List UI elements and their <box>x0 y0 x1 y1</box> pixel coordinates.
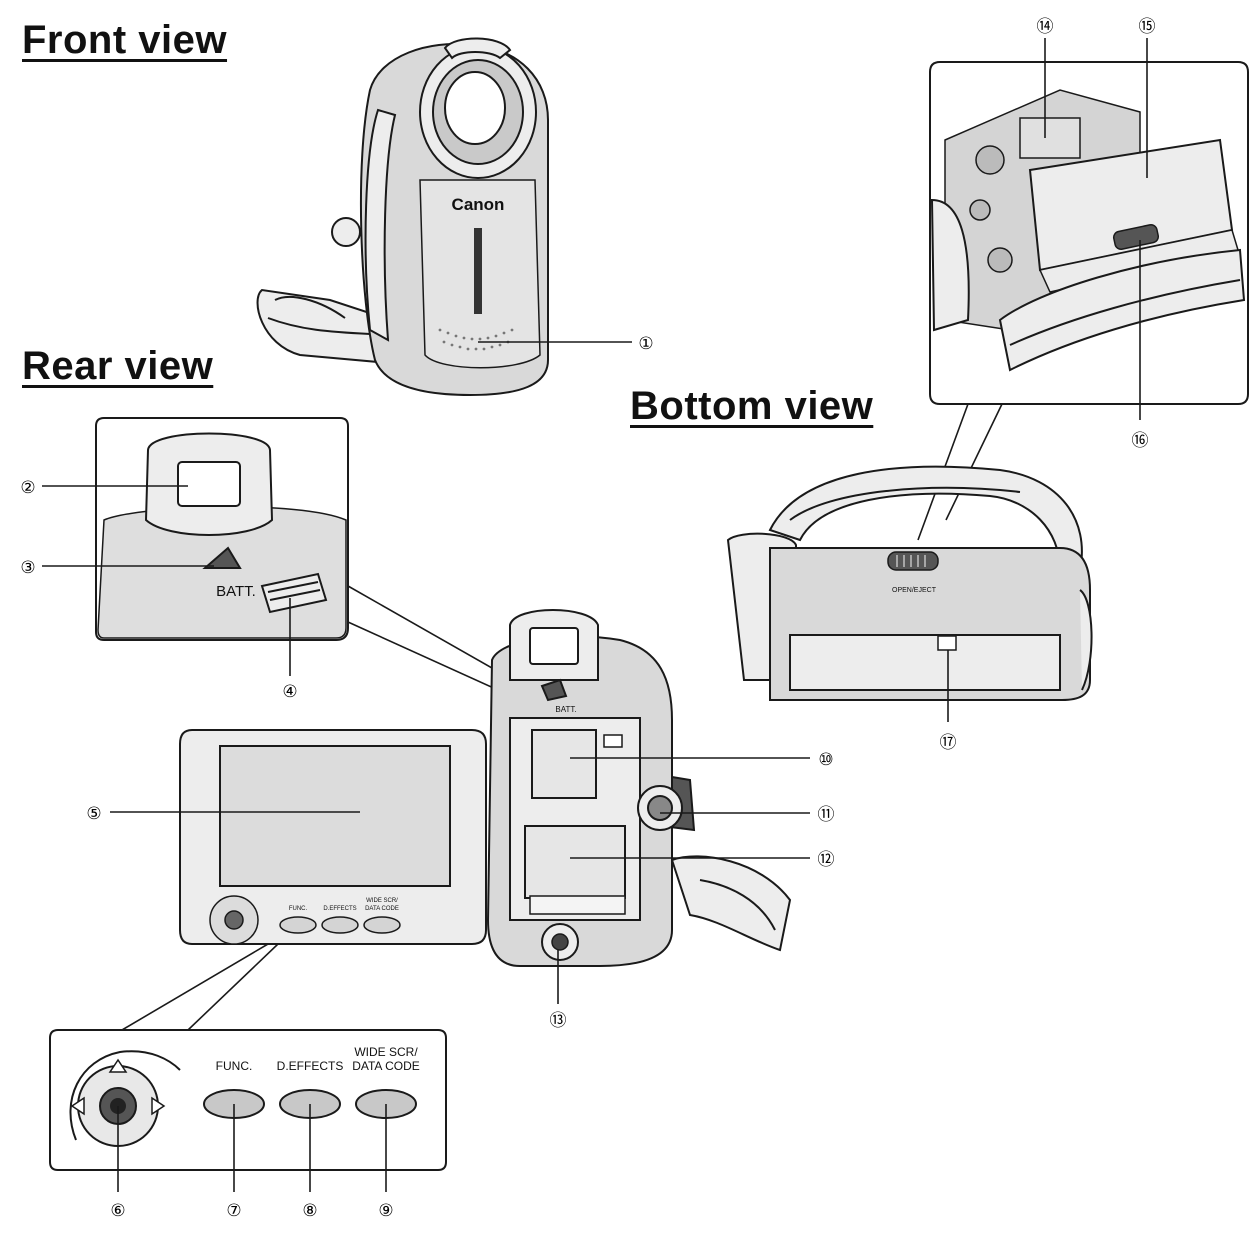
wide-small-label: WIDE SCR/ <box>366 898 398 904</box>
data-small-label: DATA CODE <box>365 906 399 912</box>
bottom-detail-box: ⑭ ⑮ ⑯ <box>917 17 1249 541</box>
brand-logo: Canon <box>452 195 505 214</box>
callout-17: ⑰ <box>940 733 957 753</box>
deffects-small-label: D.EFFECTS <box>323 906 356 912</box>
callout-3: ③ <box>20 558 35 578</box>
callout-11: ⑪ <box>818 805 835 825</box>
rear-view-camcorder: BATT. ⑩ ⑪ ⑫ ⑬ <box>486 609 835 1031</box>
wide-scr-label: WIDE SCR/ <box>354 1045 418 1059</box>
callout-6: ⑥ <box>110 1201 125 1221</box>
data-code-label: DATA CODE <box>352 1059 420 1073</box>
callout-10: ⑩ <box>818 750 833 770</box>
rear-detail-box: BATT. ② ③ ④ <box>20 417 521 702</box>
callout-5: ⑤ <box>86 804 101 824</box>
lcd-panel: FUNC. D.EFFECTS WIDE SCR/ DATA CODE ⑤ <box>86 729 487 1031</box>
lcd-screen <box>219 745 451 887</box>
callout-7: ⑦ <box>226 1201 241 1221</box>
bottom-view-heading: Bottom view <box>630 384 874 428</box>
callout-1: ① <box>638 334 653 354</box>
func-small-label: FUNC. <box>289 906 308 912</box>
batt-label: BATT. <box>216 583 256 600</box>
rear-view-heading: Rear view <box>22 344 214 388</box>
func-label: FUNC. <box>216 1059 253 1073</box>
callout-15: ⑮ <box>1139 17 1156 37</box>
bottom-view-camcorder: OPEN/EJECT ⑰ <box>726 465 1093 753</box>
callout-13: ⑬ <box>550 1011 567 1031</box>
front-view-heading: Front view <box>22 18 228 62</box>
callout-9: ⑨ <box>378 1201 393 1221</box>
open-eject-label: OPEN/EJECT <box>892 587 937 594</box>
callout-16: ⑯ <box>1132 431 1149 451</box>
controls-detail-box: FUNC. D.EFFECTS WIDE SCR/ DATA CODE ⑥ ⑦ … <box>49 1029 447 1221</box>
callout-4: ④ <box>282 682 297 702</box>
callout-8: ⑧ <box>302 1201 317 1221</box>
batt-small-label: BATT. <box>555 705 576 714</box>
callout-2: ② <box>20 478 35 498</box>
callout-12: ⑫ <box>818 850 835 870</box>
front-view-camcorder: Canon ① <box>256 37 654 397</box>
deffects-label: D.EFFECTS <box>277 1059 344 1073</box>
callout-14: ⑭ <box>1037 17 1054 37</box>
